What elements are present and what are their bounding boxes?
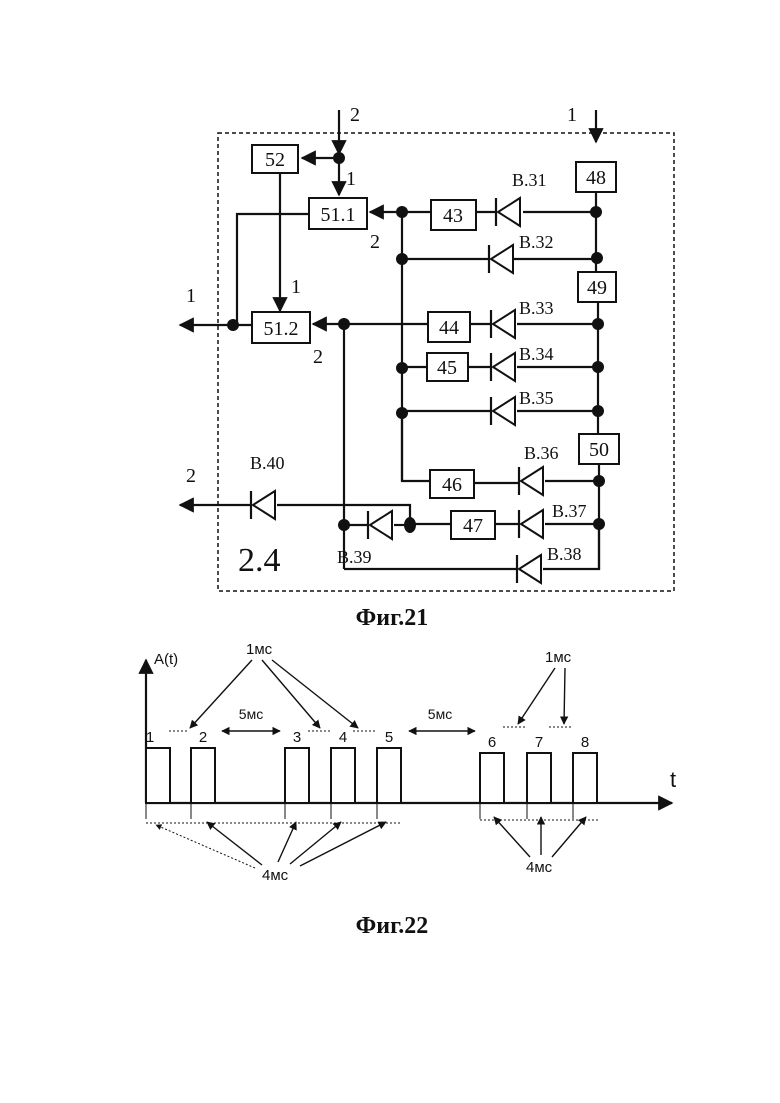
pulse-number-4: 4 [339,729,347,746]
diode-v35-label: В.35 [519,388,554,408]
output-1-label: 1 [186,285,196,307]
pulse-5 [377,748,401,803]
pulse-number-3: 3 [293,729,301,746]
fig22-timing-chart: A(t) t 1 2 3 4 5 6 7 8 5мс 5мс 1мс 1мс 4мс [146,641,676,884]
diode-v36-icon [521,467,543,495]
input-1-label: 1 [567,104,577,126]
annotation-arrow [552,817,586,857]
block-51-2-label: 51.2 [264,318,299,340]
diode-v31-label: В.31 [512,170,547,190]
block-51-1-label: 51.1 [321,204,356,226]
pulse-group: 1 2 3 4 5 6 7 8 [146,729,597,819]
annotation-arrow [564,668,565,724]
top-right-annotation: 1мс [545,649,572,666]
top-left-annotation: 1мс [246,641,273,658]
output-2-label: 2 [186,465,196,487]
input-2-label: 2 [350,104,360,126]
gap-label-2: 5мс [428,706,452,722]
gap-label-1: 5мс [239,706,263,722]
block-48-label: 48 [586,167,606,189]
pulse-1 [146,748,170,803]
annotation-arrow [207,822,262,865]
diode-v40-label: В.40 [250,453,285,473]
diode-v32-label: В.32 [519,232,554,252]
block-44-label: 44 [439,317,459,339]
block-45-label: 45 [437,357,457,379]
annotation-arrow [300,822,386,866]
pulse-7 [527,753,551,803]
annotation-arrow [156,825,255,868]
pulse-2 [191,748,215,803]
y-axis-label: A(t) [154,651,178,668]
annotation-arrow [518,668,555,724]
module-label: 2.4 [238,542,281,579]
pulse-number-1: 1 [146,729,154,746]
diode-v33-icon [493,310,515,338]
diode-v38-label: В.38 [547,544,582,564]
x-axis-label: t [670,767,676,792]
bottom-right-annotation: 4мс [526,859,553,876]
pulse-number-7: 7 [535,734,543,751]
annotation-arrow [494,817,530,857]
pulse-6 [480,753,504,803]
block-49-label: 49 [587,277,607,299]
pin-label: 1 [346,168,356,190]
diode-v31-icon [498,198,520,226]
diode-v37-icon [521,510,543,538]
diode-v33-label: В.33 [519,298,554,318]
annotation-arrow [262,660,320,728]
fig22-caption: Фиг.22 [356,913,429,939]
diode-v36-label: В.36 [524,443,559,463]
annotation-arrow [272,660,358,728]
diode-v37-label: В.37 [552,501,587,521]
diode-v32-icon [491,245,513,273]
diode-v39-label: В.39 [337,547,372,567]
pulse-3 [285,748,309,803]
pulse-number-5: 5 [385,729,393,746]
block-47-label: 47 [463,515,483,537]
diode-v39-icon [370,511,392,539]
diode-v38-icon [519,555,541,583]
bottom-left-annotation: 4мс [262,867,289,884]
block-52-label: 52 [265,149,285,171]
annotation-arrow [278,822,296,862]
pin-label: 1 [291,276,301,298]
pin-label: 2 [313,346,323,368]
diode-v40-icon [253,491,275,519]
fig21-caption: Фиг.21 [356,605,429,631]
pulse-number-6: 6 [488,734,496,751]
fig21-diagram: 2 1 1 52 1 51.1 2 51.2 2 1 48 49 50 [180,104,674,591]
pulse-number-2: 2 [199,729,207,746]
pulse-number-8: 8 [581,734,589,751]
pin-label: 2 [370,231,380,253]
diode-v34-icon [493,353,515,381]
block-43-label: 43 [443,205,463,227]
wire [237,214,309,324]
pulse-4 [331,748,355,803]
diode-v35-icon [493,397,515,425]
block-50-label: 50 [589,439,609,461]
wire [402,413,430,481]
block-46-label: 46 [442,474,462,496]
pulse-8 [573,753,597,803]
diode-v34-label: В.34 [519,344,554,364]
